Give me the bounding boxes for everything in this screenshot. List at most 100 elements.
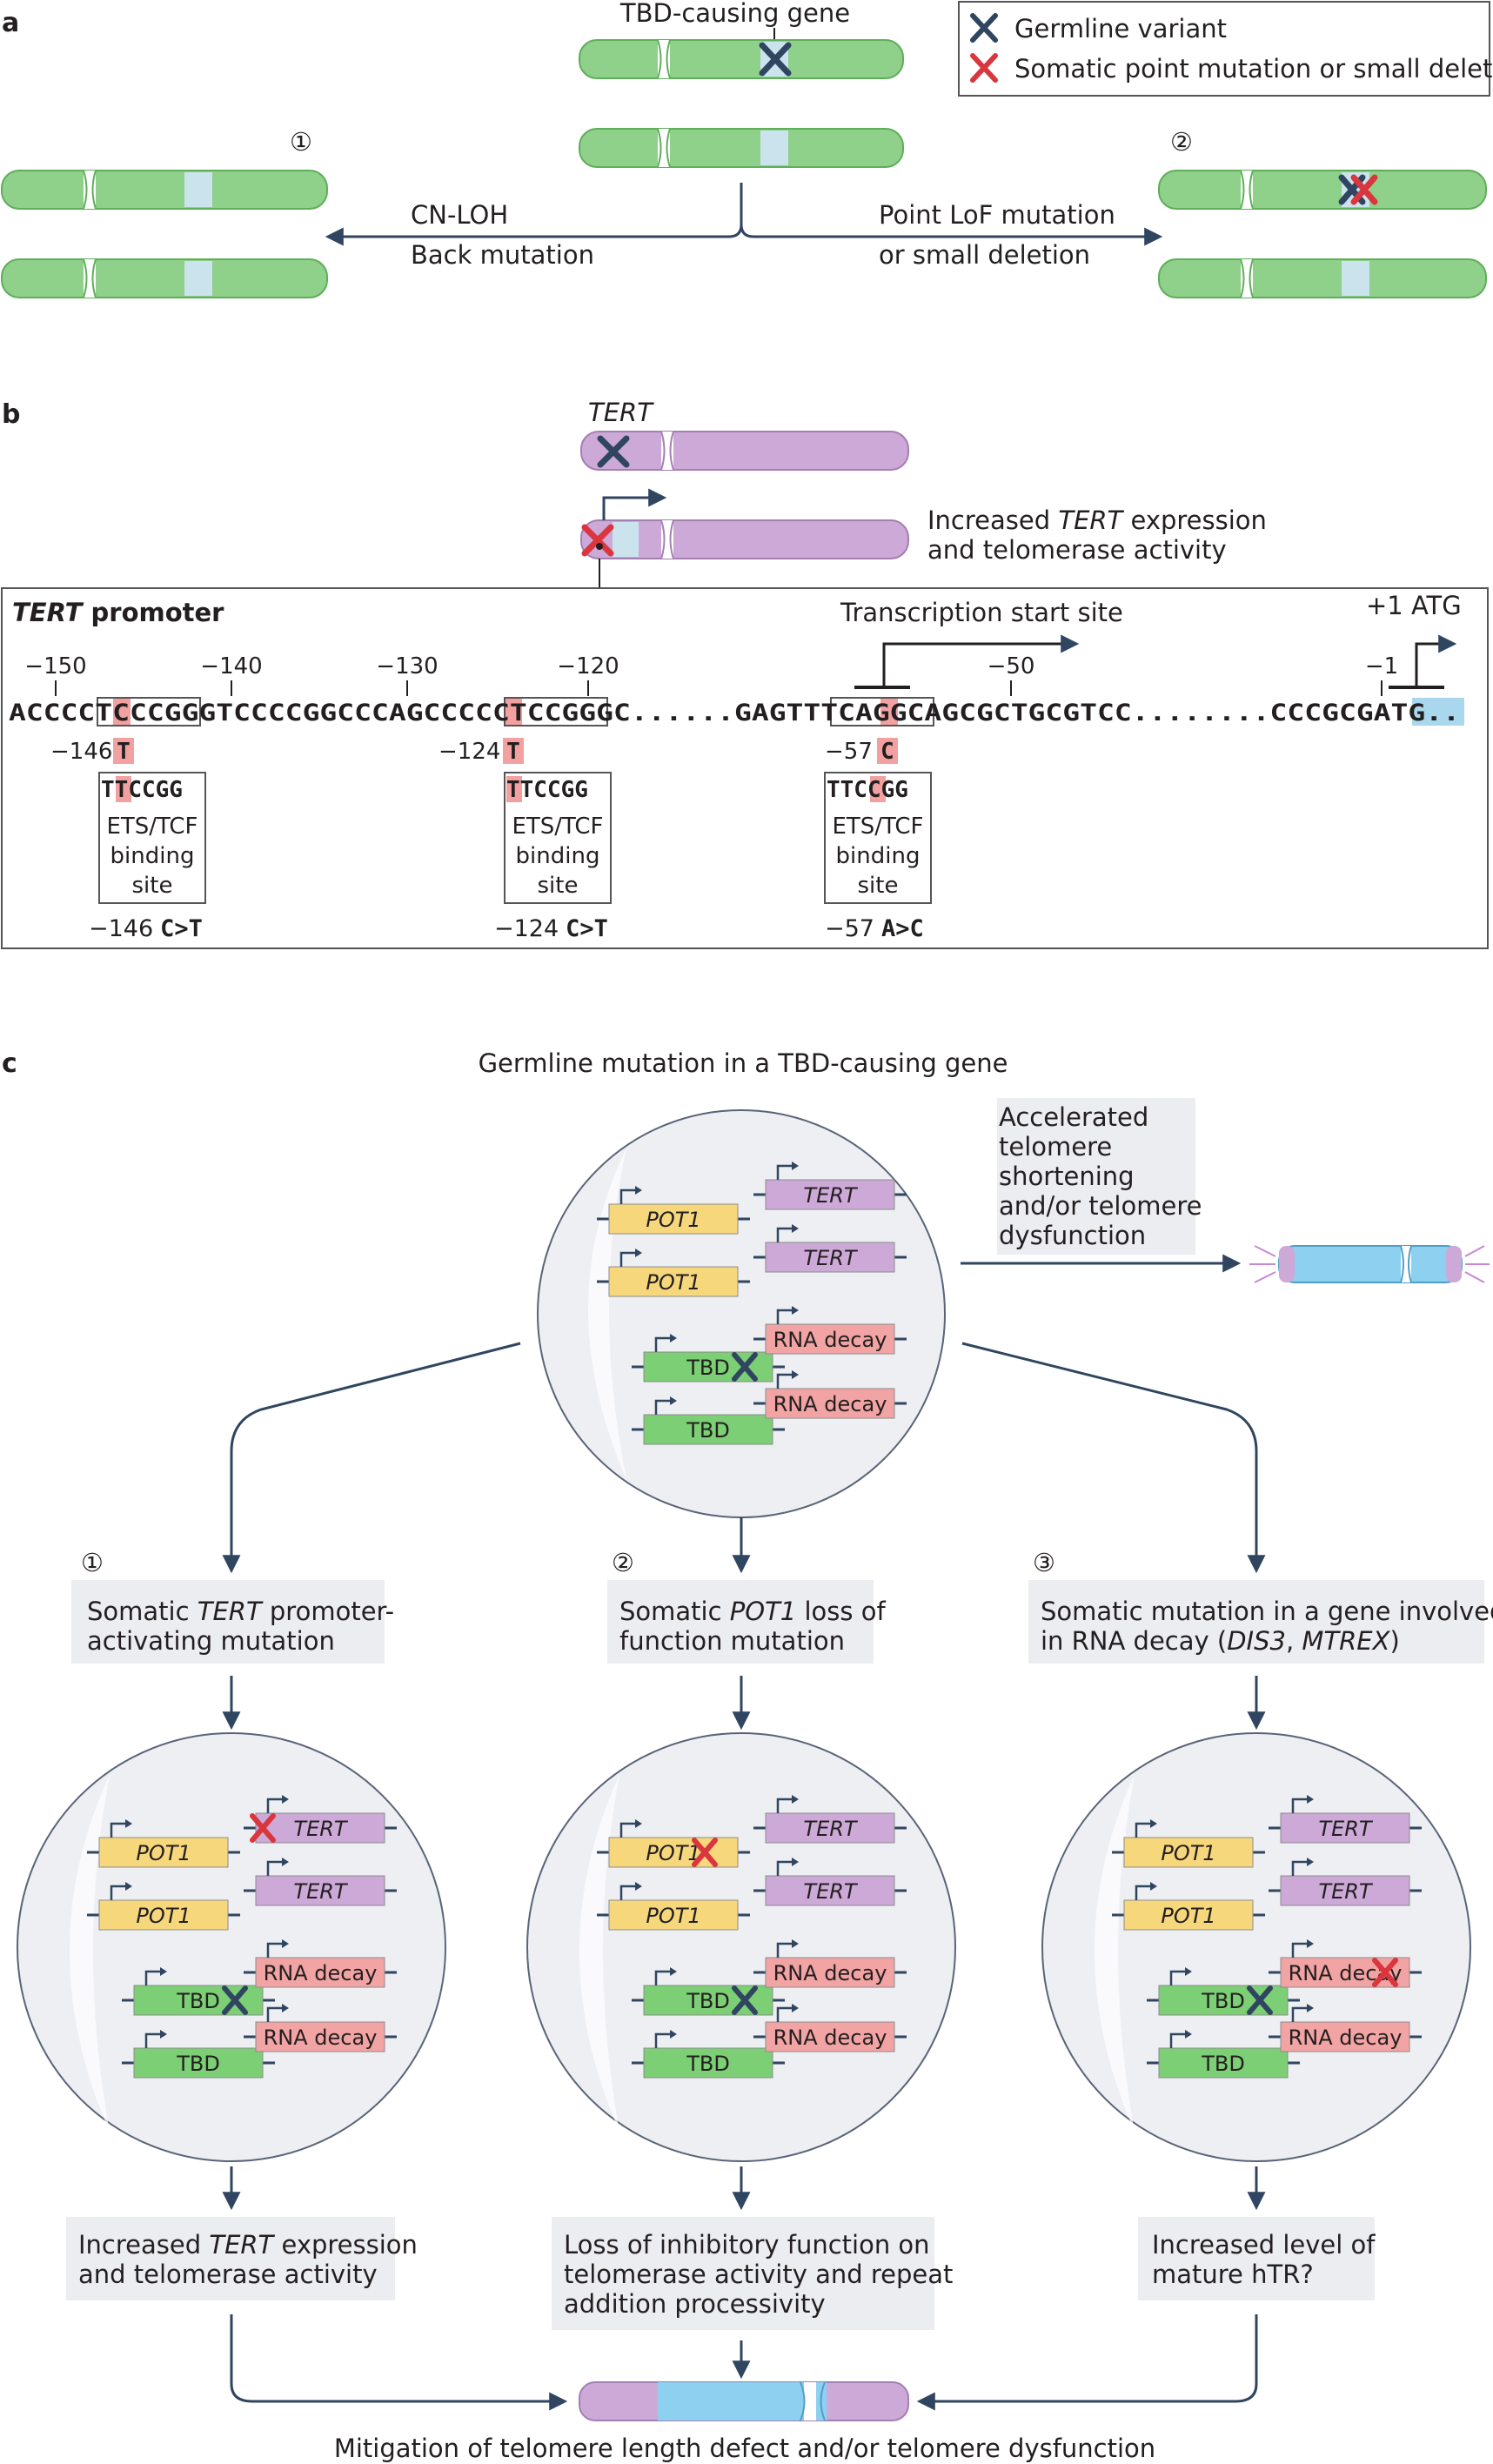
germline-legend-x-icon: [970, 13, 998, 43]
panel-a-letter: a: [2, 8, 19, 38]
panel-c: c Germline mutation in a TBD-causing gen…: [2, 1048, 1493, 2463]
chromosome-b-promoter: [580, 488, 909, 588]
accelerated-text-line: shortening: [999, 1162, 1135, 1191]
pos-label: −150: [24, 653, 86, 680]
pot1-gene: POT1: [597, 1882, 750, 1931]
result-2-line: telomerase activity and repeat: [564, 2260, 953, 2289]
branch-2-number: ②: [612, 1548, 634, 1577]
gene-label: POT1: [646, 1841, 700, 1865]
tert-gene: TERT: [244, 1858, 397, 1906]
binding-site-label: binding: [836, 843, 921, 869]
binding-site-label: site: [858, 873, 899, 899]
rna-decay-gene: RNA decay: [753, 1306, 907, 1355]
tbd-gene: TBD: [1147, 1967, 1300, 2016]
rna-decay-gene: RNA decay: [244, 1939, 397, 1988]
gene-label: RNA decay: [264, 1961, 378, 1985]
pot1-gene: POT1: [87, 1819, 240, 1868]
gene-label: TERT: [293, 1817, 349, 1841]
legend-somatic-label: Somatic point mutation or small deletion: [1014, 54, 1493, 84]
gene-label: POT1: [136, 1904, 191, 1928]
gene-label: RNA decay: [773, 1392, 887, 1416]
mutation-base: T: [506, 739, 520, 765]
binding-site-label: site: [538, 873, 579, 899]
mitigation-title: Mitigation of telomere length defect and…: [334, 2434, 1155, 2463]
pos-label: −1: [1365, 653, 1398, 680]
germline-x-icon: [732, 1352, 758, 1382]
somatic-x-icon: [692, 1838, 718, 1867]
gene-label: RNA decay: [264, 2025, 378, 2050]
tss-arrow: [882, 634, 1080, 687]
gene-label: TBD: [176, 1989, 220, 2013]
rna-decay-gene: RNA decay: [753, 1939, 907, 1988]
promoter-box-title: TERT promoter: [12, 598, 224, 627]
pos-label: −130: [376, 653, 438, 680]
outcome-1-number: ①: [290, 127, 312, 157]
mitigated-chromosome: [579, 2381, 909, 2421]
branch-3-box-line: in RNA decay (DIS3, MTREX): [1041, 1626, 1400, 1656]
binding-site-label: site: [132, 873, 173, 899]
binding-site-label: binding: [516, 843, 600, 869]
tbd-gene: TBD: [632, 1396, 785, 1445]
accelerated-text-line: and/or telomere: [999, 1191, 1202, 1221]
gene-label: TBD: [686, 1989, 730, 2013]
mutation-base: T: [117, 739, 131, 765]
tbd-gene: TBD: [1147, 2030, 1300, 2079]
chromosome-a-top: [579, 39, 904, 79]
gene-label: RNA decay: [1289, 2025, 1403, 2050]
point-lof-label: Point LoF mutation: [879, 200, 1115, 230]
branch-3-box: [1028, 1580, 1484, 1664]
gene-label: RNA decay: [773, 1961, 887, 1985]
gene-label: TERT: [293, 1879, 349, 1904]
sequence-highlights: [97, 697, 1464, 726]
accelerated-text-line: dysfunction: [999, 1221, 1146, 1250]
gene-label: POT1: [646, 1270, 700, 1295]
panel-c-letter: c: [2, 1048, 17, 1079]
result-3-line: Increased level of: [1152, 2230, 1376, 2260]
chromosome-a-left-2: [1, 258, 328, 298]
tbd-gene-label: TBD-causing gene: [619, 0, 850, 28]
gene-label: TBD: [176, 2052, 220, 2076]
mutation-position: −124: [439, 739, 500, 765]
tbd-gene: TBD: [122, 1967, 275, 2016]
gene-label: POT1: [1161, 1841, 1215, 1865]
mutation-position: −57: [825, 739, 873, 765]
gene-label: TERT: [803, 1879, 859, 1904]
branch-2-box: [607, 1580, 874, 1664]
gene-label: POT1: [1161, 1904, 1215, 1928]
germline-title: Germline mutation in a TBD-causing gene: [479, 1048, 1008, 1078]
tert-gene: TERT: [1269, 1858, 1422, 1906]
tert-gene: TERT: [244, 1795, 397, 1844]
germline-x-icon: [222, 1985, 248, 2015]
chromosome-b-top: [580, 431, 909, 471]
rna-decay-gene: RNA decay: [753, 1370, 907, 1419]
gene-label: TBD: [686, 2052, 730, 2076]
chromosome-a-left-1: [1, 170, 328, 210]
germline-x-icon: [597, 435, 630, 468]
tbd-gene: TBD: [632, 2030, 785, 2079]
result-2-line: Loss of inhibitory function on: [564, 2230, 930, 2260]
tert-gene: TERT: [753, 1162, 907, 1210]
legend-germline-label: Germline variant: [1014, 14, 1227, 44]
result-3-box: [1138, 2217, 1375, 2300]
tert-gene: TERT: [753, 1858, 907, 1906]
tert-increased-line2: and telomerase activity: [927, 535, 1227, 565]
accelerated-text-line: Accelerated: [999, 1102, 1148, 1132]
panel-b: b TERT Increased TERT expression and: [1, 398, 1489, 949]
tss-label: Transcription start site: [840, 598, 1123, 627]
accelerated-text-line: telomere: [999, 1132, 1112, 1162]
short-telomere-chromosome: [1249, 1245, 1490, 1283]
gene-label: TERT: [803, 1817, 859, 1841]
gene-label: TERT: [803, 1183, 859, 1208]
chromosome-a-right-1: [1158, 170, 1487, 210]
gene-label: POT1: [646, 1904, 700, 1928]
rna-decay-gene: RNA decay: [244, 2004, 397, 2052]
somatic-x-icon: [250, 1813, 276, 1843]
back-mutation-label: Back mutation: [411, 240, 594, 270]
branch-2-box-line: function mutation: [619, 1626, 845, 1656]
